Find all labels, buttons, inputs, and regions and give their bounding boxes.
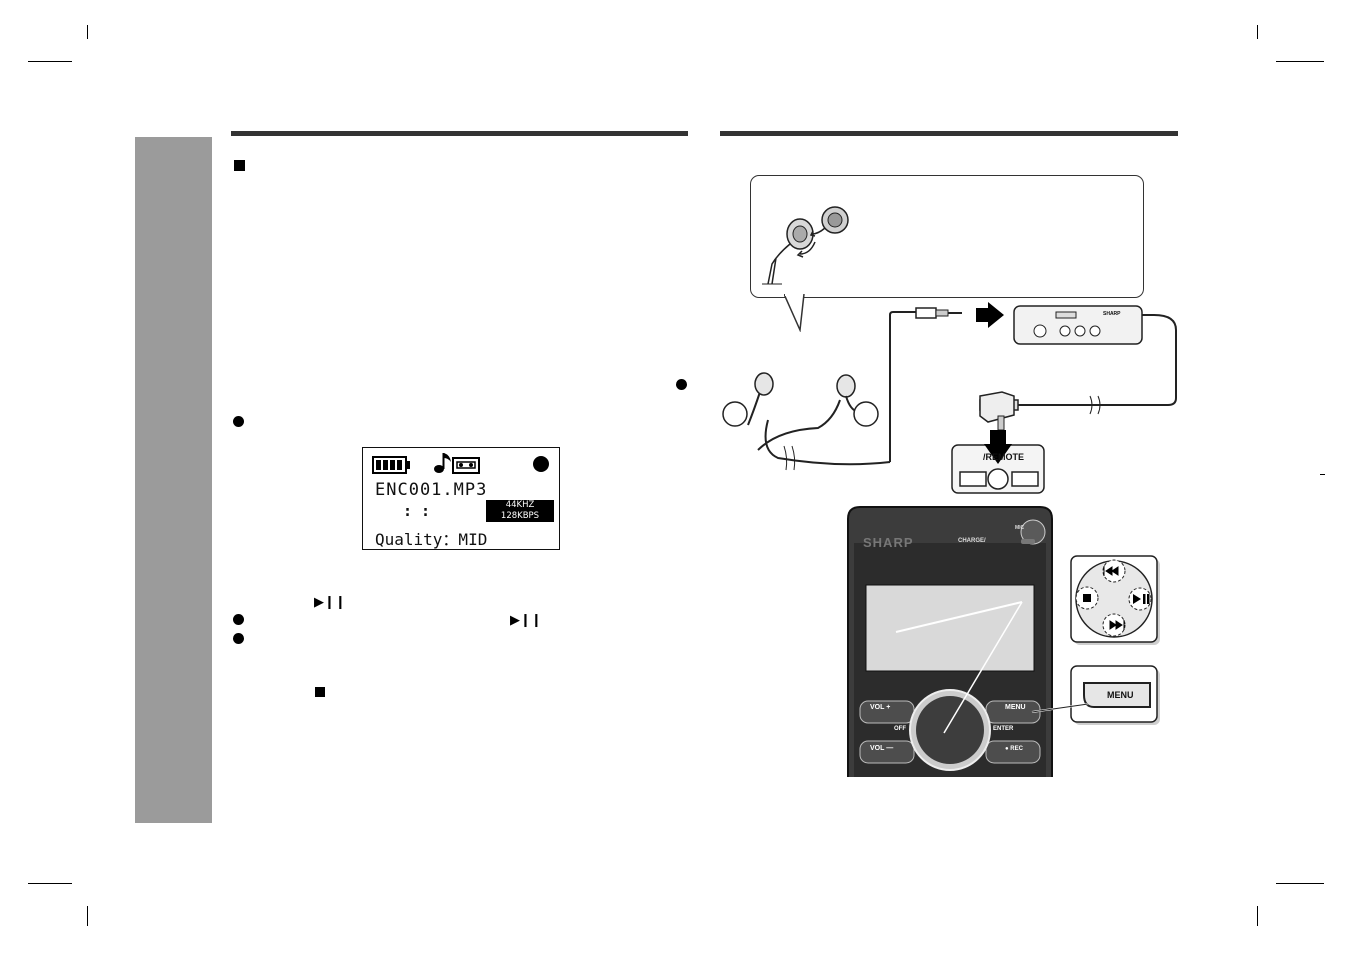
crop-mark bbox=[87, 25, 88, 39]
lcd-format-badge: 44KHZ 128KBPS bbox=[486, 500, 554, 522]
lcd-bitrate: 128KBPS bbox=[500, 511, 540, 521]
right-header-rule bbox=[720, 131, 1178, 136]
rec-button[interactable]: ● REC bbox=[1005, 746, 1023, 752]
cassette-icon bbox=[452, 457, 480, 474]
crop-mark bbox=[1276, 61, 1324, 62]
left-header-rule bbox=[231, 131, 688, 136]
earpiece-pad-icon bbox=[762, 206, 849, 285]
device-brand-logo: SHARP bbox=[863, 535, 914, 550]
recorder-device-icon bbox=[847, 506, 1053, 777]
dpad-callout-icon bbox=[1070, 555, 1160, 645]
vol-minus-button[interactable]: VOL — bbox=[870, 745, 894, 752]
music-note-icon bbox=[434, 453, 451, 473]
section-side-tab bbox=[135, 137, 212, 823]
lcd-frequency: 44KHZ bbox=[505, 500, 535, 510]
off-label: OFF bbox=[894, 726, 906, 732]
crop-mark bbox=[1320, 474, 1325, 475]
stop-icon bbox=[315, 687, 325, 697]
bubble-tail bbox=[784, 294, 805, 332]
enter-label: ENTER bbox=[993, 726, 1014, 732]
remote-jack-panel bbox=[951, 430, 1045, 494]
crop-mark bbox=[28, 61, 72, 62]
bullet-dot bbox=[676, 379, 687, 390]
crop-mark bbox=[87, 906, 88, 926]
menu-button[interactable]: MENU bbox=[1005, 704, 1026, 711]
mic-label: MIC bbox=[1015, 525, 1025, 531]
menu-leader-line bbox=[1031, 703, 1089, 713]
vol-plus-button[interactable]: VOL + bbox=[870, 704, 891, 711]
menu-callout-label: MENU bbox=[1107, 690, 1134, 700]
crop-mark bbox=[1257, 25, 1258, 39]
earpiece-callout-bubble bbox=[750, 175, 1144, 298]
lcd-quality: Quality：MID bbox=[375, 530, 488, 549]
section-square-bullet bbox=[234, 160, 245, 171]
earphones-icon bbox=[722, 302, 1177, 471]
bullet-dot bbox=[233, 416, 244, 427]
play-pause-icon: ▶❙❙ bbox=[314, 595, 346, 610]
menu-callout-panel bbox=[1070, 665, 1160, 725]
play-pause-icon: ▶❙❙ bbox=[510, 613, 542, 628]
crop-mark bbox=[1257, 906, 1258, 926]
crop-mark bbox=[28, 883, 72, 884]
bullet-dot bbox=[233, 633, 244, 644]
lcd-filename: ENC001.MP3 bbox=[375, 480, 488, 500]
remote-brand-label: SHARP bbox=[1103, 311, 1121, 317]
lcd-time: : : bbox=[403, 502, 431, 520]
charge-indicator-label: CHARGE/ bbox=[958, 538, 986, 544]
record-dot-icon bbox=[533, 456, 549, 472]
bullet-dot bbox=[233, 614, 244, 625]
headphone-remote-jack-label: /REMOTE bbox=[983, 452, 1025, 462]
crop-mark bbox=[1276, 883, 1324, 884]
lcd-display: ENC001.MP3 : : 44KHZ 128KBPS Quality：MID bbox=[362, 447, 560, 550]
battery-icon bbox=[372, 456, 410, 474]
